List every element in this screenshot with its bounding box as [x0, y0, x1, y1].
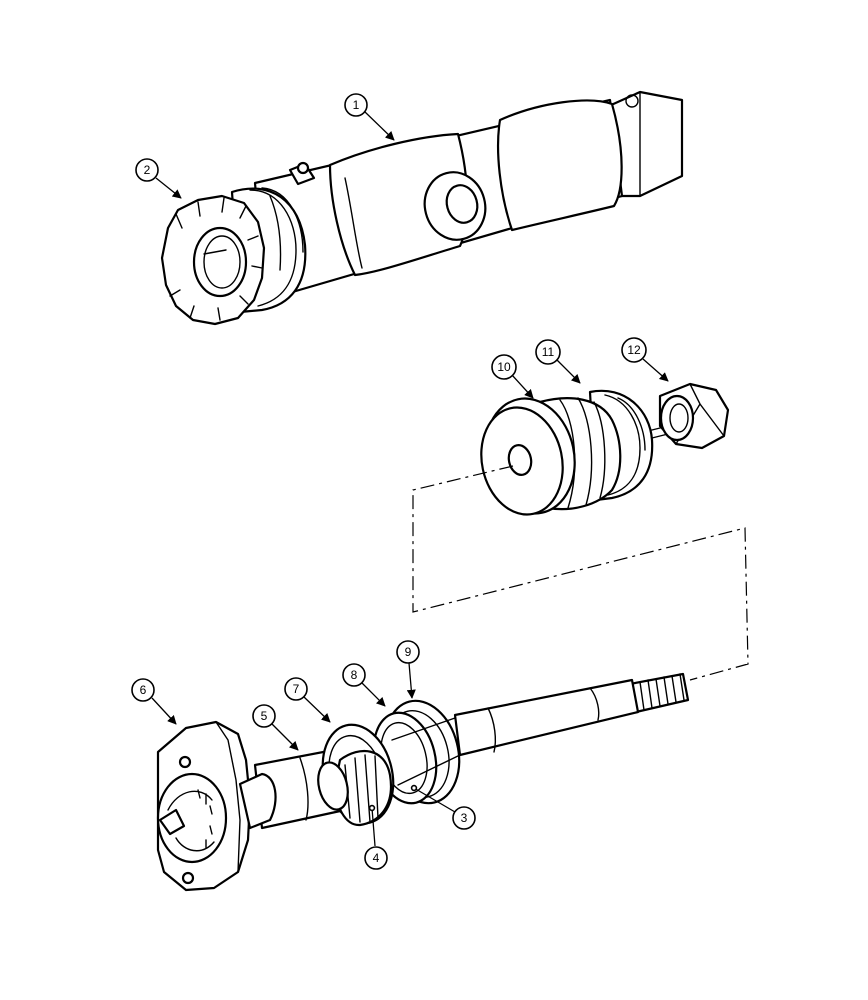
svg-text:11: 11 [542, 345, 555, 359]
callout-10: 10 [491, 354, 534, 399]
svg-text:5: 5 [261, 709, 268, 723]
svg-text:4: 4 [373, 851, 380, 865]
callout-7: 7 [284, 677, 331, 723]
svg-text:7: 7 [293, 682, 300, 696]
lock-nut [658, 382, 730, 450]
end-cap [160, 187, 307, 326]
callout-8: 8 [342, 663, 386, 707]
callout-12: 12 [621, 337, 669, 382]
cylinder-body [253, 90, 684, 302]
svg-text:6: 6 [140, 683, 147, 697]
svg-text:2: 2 [144, 163, 151, 177]
svg-text:12: 12 [627, 343, 641, 357]
callout-6: 6 [131, 678, 177, 725]
svg-text:9: 9 [405, 645, 412, 659]
assembly-guide-line [412, 465, 749, 681]
callout-4: 4 [364, 804, 388, 870]
piston-assembly [480, 389, 669, 516]
callout-2: 2 [135, 158, 182, 199]
callout-5: 5 [252, 704, 299, 751]
rod-seal-stack [317, 699, 461, 827]
callout-11: 11 [535, 339, 581, 384]
piston-rod [253, 672, 690, 830]
svg-text:8: 8 [351, 668, 358, 682]
callout-9: 9 [396, 640, 420, 699]
rod-eye [156, 720, 277, 892]
svg-text:3: 3 [461, 811, 468, 825]
callout-1: 1 [344, 93, 395, 141]
svg-text:10: 10 [497, 360, 511, 374]
callout-3: 3 [410, 784, 476, 830]
svg-text:1: 1 [353, 98, 360, 112]
